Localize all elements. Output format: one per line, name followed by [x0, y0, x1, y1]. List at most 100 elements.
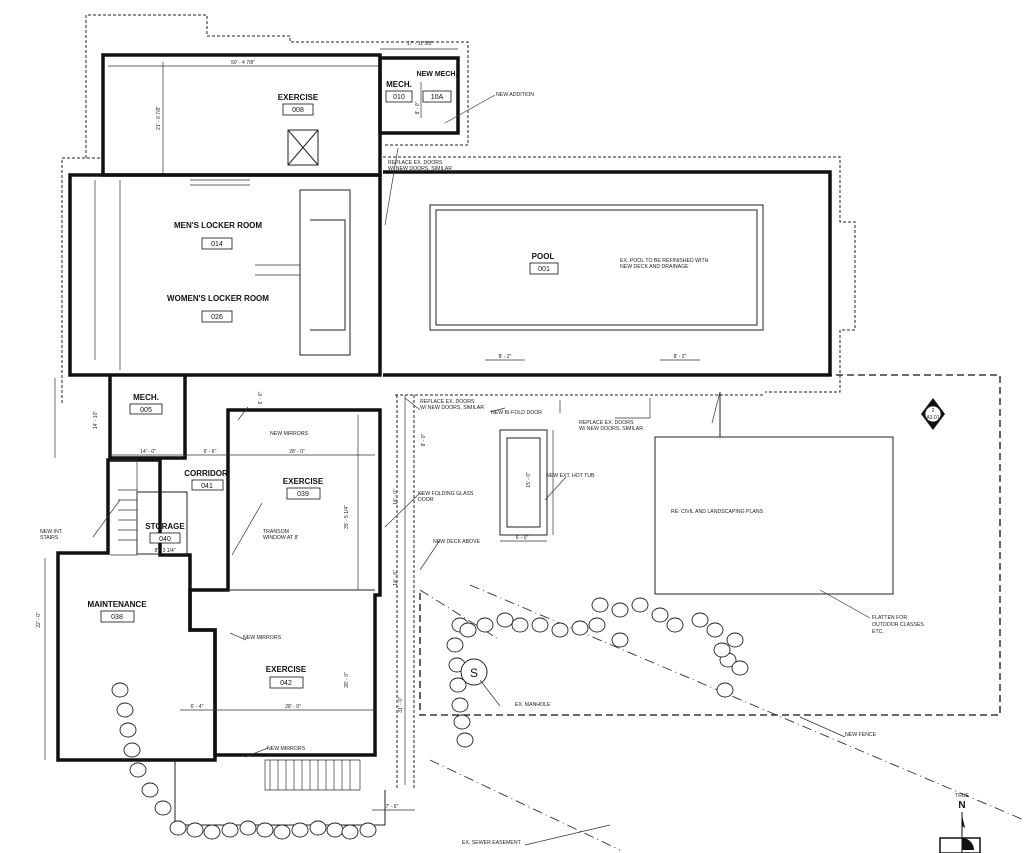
dimension-labels: 17' - 11 5/8" 50' - 4 7/8" 21' - 0 7/8" …: [36, 41, 700, 811]
plan-label: 8' - 3 1/4": [154, 548, 175, 554]
rock: [651, 607, 669, 623]
plan-label: WOMEN'S LOCKER ROOM: [167, 294, 269, 303]
rock: [309, 820, 327, 836]
leader-lines: [92, 94, 871, 846]
plan-label: 008: [292, 107, 304, 114]
plan-label: 28' - 0": [289, 449, 305, 455]
rock: [726, 632, 744, 648]
plan-label: EXERCISE: [278, 93, 319, 102]
note-deck-above: NEW DECK ABOVE: [433, 539, 481, 545]
room-new-mech-10a: NEW MECH.10A: [417, 71, 458, 103]
rock: [531, 617, 549, 633]
room-corridor-041: CORRIDOR 041: [184, 469, 228, 491]
plan-label: 14' - 6": [393, 570, 399, 586]
note-replace-doors-1: REPLACE EX. DOORS: [388, 160, 443, 166]
plan-label: POOL: [532, 252, 555, 261]
plan-label: 042: [280, 680, 292, 687]
rock: [129, 762, 147, 778]
new-fence: [419, 374, 1001, 716]
plan-label: 21' - 0 7/8": [156, 106, 162, 130]
plan-label: EXERCISE: [266, 665, 307, 674]
plan-label: OUTDOOR CLASSES: [872, 622, 924, 628]
plan-label: NEW MECH.: [417, 71, 458, 78]
rock: [449, 677, 467, 693]
note-sewer-easement: EX. SEWER EASEMENT: [462, 840, 522, 846]
rock: [123, 742, 141, 758]
rock: [119, 722, 137, 738]
plan-label: 35' - 5 1/4": [344, 505, 350, 529]
rock: [666, 617, 684, 633]
room-labels: EXERCISE 008 MECH. 010 NEW MECH.10A MEN'S …: [87, 71, 559, 689]
north-arrow: TRUE N: [939, 793, 981, 853]
rock: [571, 620, 589, 636]
note-mirrors-2: NEW MIRRORS: [243, 635, 282, 641]
room-maintenance-038: MAINTENANCE 038: [87, 600, 147, 623]
plan-label: 6' - 0": [516, 535, 529, 541]
note-replace-doors-3: REPLACE EX. DOORS: [579, 420, 634, 426]
hot-tub-inner: [506, 437, 541, 528]
plan-label: 8' - 0": [421, 433, 427, 446]
plan-label: NEW DECK AND DRAINAGE: [620, 264, 689, 270]
section-marker: 2 A3.01: [921, 398, 945, 430]
rock: [496, 612, 514, 628]
room-mech-010: MECH. 010: [385, 80, 413, 103]
rock: [169, 820, 187, 836]
note-mirrors-3: NEW MIRRORS: [267, 746, 306, 752]
rock: [591, 597, 609, 613]
plan-label: CORRIDOR: [184, 469, 228, 478]
section-number: 2: [932, 408, 935, 414]
plan-label: 014: [211, 241, 223, 248]
note-mirrors-1: NEW MIRRORS: [270, 431, 309, 437]
site-outline-left: [61, 157, 100, 405]
plan-label: 17' - 11 5/8": [407, 41, 433, 47]
rock: [459, 622, 477, 638]
plan-label: 28' - 0": [285, 704, 301, 710]
rock: [476, 617, 494, 633]
note-pool: EX. POOL TO BE REFINISHED WITH: [620, 258, 709, 264]
plan-label: 50' - 4 7/8": [231, 60, 255, 66]
plan-label: MECH.: [386, 80, 412, 89]
pool-deck-outline: [383, 156, 856, 393]
plan-label: 22' - 0": [36, 612, 42, 628]
plan-label: 026: [211, 314, 223, 321]
plan-label: 28' - 0": [344, 672, 350, 688]
deck-edge: [395, 394, 765, 790]
rock: [291, 822, 309, 838]
rock: [116, 702, 134, 718]
plan-label: MEN'S LOCKER ROOM: [174, 221, 262, 230]
rock: [203, 824, 221, 840]
plan-label: 038: [111, 614, 123, 621]
plan-label: STAIRS: [40, 535, 59, 541]
note-replace-doors-2: REPLACE EX. DOORS: [420, 399, 475, 405]
plan-label: 010: [393, 94, 405, 101]
plan-label: MAINTENANCE: [87, 600, 147, 609]
plan-label: DOOR: [418, 497, 434, 503]
room-mech-005: MECH.005: [129, 393, 163, 415]
plan-label: 15' - 0": [526, 472, 532, 488]
plan-label: W/ NEW DOORS, SIMILAR: [420, 405, 484, 411]
sewer-easement-line-1: [429, 759, 621, 851]
rock: [341, 824, 359, 840]
plan-label: W/ NEW DOORS, SIMILAR: [388, 166, 452, 172]
rock: [731, 660, 749, 676]
manhole-symbol: [460, 658, 488, 686]
rock: [273, 824, 291, 840]
rock: [716, 682, 734, 698]
building-walls: [56, 53, 832, 826]
plan-label: ETC.: [872, 629, 884, 635]
note-new-stairs: NEW INT.: [40, 529, 63, 535]
plan-label: 8' - 2": [674, 354, 687, 360]
note-hot-tub: NEW EXT. HOT TUB: [546, 473, 595, 479]
rock: [631, 597, 649, 613]
plan-label: STORAGE: [145, 522, 185, 531]
rock: [111, 682, 129, 698]
section-sheet: A3.01: [926, 415, 939, 421]
plan-label: 6' - 0": [258, 391, 264, 404]
plan-label: 041: [201, 483, 213, 490]
plan-label: 8' - 2": [499, 354, 512, 360]
plan-label: W/ NEW DOORS, SIMILAR: [579, 426, 643, 432]
note-new-addition: NEW ADDITION: [496, 92, 534, 98]
